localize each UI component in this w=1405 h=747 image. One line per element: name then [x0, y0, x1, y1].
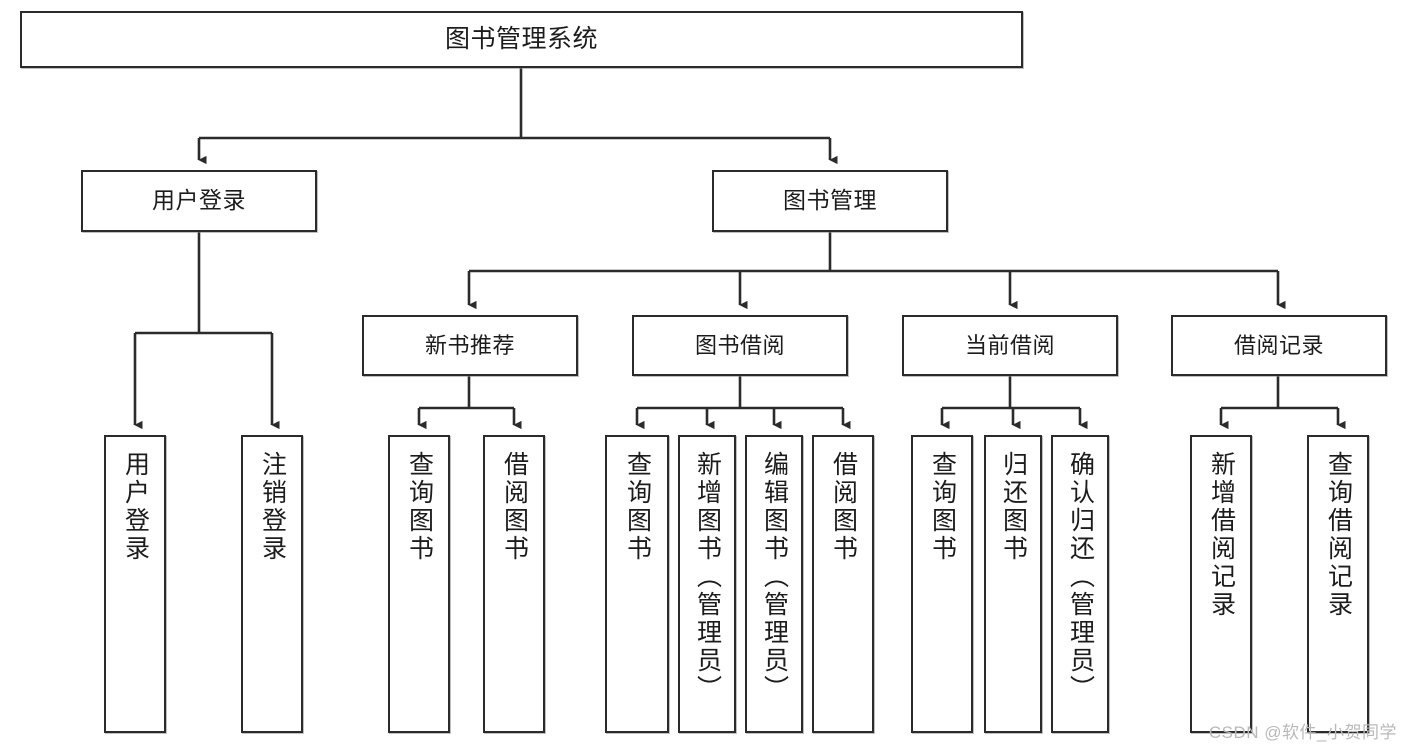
node-book-manage[interactable]: 图书管理 — [712, 170, 948, 232]
node-book-manage-label: 图书管理 — [783, 187, 877, 214]
node-leaf-query-record-label: 查询借阅记录 — [1324, 451, 1353, 619]
node-leaf-borrow-book-1-label: 借阅图书 — [500, 451, 529, 563]
node-leaf-confirm-return[interactable]: 确认归还（管理员） — [1051, 435, 1109, 733]
node-leaf-edit-book[interactable]: 编辑图书（管理员） — [745, 435, 803, 733]
node-leaf-query-book-2-label: 查询图书 — [623, 451, 652, 563]
node-leaf-query-book-2[interactable]: 查询图书 — [605, 435, 669, 733]
node-new-book-recommend[interactable]: 新书推荐 — [362, 315, 578, 376]
node-root-label: 图书管理系统 — [444, 24, 598, 53]
node-leaf-query-book-3[interactable]: 查询图书 — [911, 435, 973, 733]
node-user-login-label: 用户登录 — [152, 187, 246, 214]
node-leaf-edit-book-label: 编辑图书（管理员） — [760, 451, 789, 703]
node-user-login[interactable]: 用户登录 — [81, 170, 317, 232]
node-new-book-recommend-label: 新书推荐 — [424, 332, 515, 358]
node-book-borrow-label: 图书借阅 — [694, 332, 785, 358]
node-leaf-query-book-1[interactable]: 查询图书 — [388, 435, 450, 733]
node-leaf-add-book[interactable]: 新增图书（管理员） — [678, 435, 736, 733]
node-leaf-query-book-3-label: 查询图书 — [928, 451, 957, 563]
node-current-borrow[interactable]: 当前借阅 — [902, 315, 1118, 376]
node-leaf-borrow-book-1[interactable]: 借阅图书 — [483, 435, 545, 733]
node-leaf-query-record[interactable]: 查询借阅记录 — [1307, 435, 1369, 733]
node-leaf-user-logout[interactable]: 注销登录 — [241, 435, 303, 733]
node-leaf-borrow-book-2-label: 借阅图书 — [829, 451, 858, 563]
node-root[interactable]: 图书管理系统 — [20, 11, 1023, 68]
node-leaf-return-book[interactable]: 归还图书 — [984, 435, 1042, 733]
node-current-borrow-label: 当前借阅 — [964, 332, 1055, 358]
node-leaf-user-login[interactable]: 用户登录 — [104, 435, 166, 733]
node-borrow-record-label: 借阅记录 — [1233, 332, 1324, 358]
node-leaf-user-logout-label: 注销登录 — [258, 451, 287, 563]
node-leaf-borrow-book-2[interactable]: 借阅图书 — [812, 435, 874, 733]
node-leaf-user-login-label: 用户登录 — [121, 451, 150, 563]
node-leaf-add-record-label: 新增借阅记录 — [1207, 451, 1236, 619]
node-leaf-add-book-label: 新增图书（管理员） — [693, 451, 722, 703]
node-leaf-query-book-1-label: 查询图书 — [405, 451, 434, 563]
node-book-borrow[interactable]: 图书借阅 — [632, 315, 848, 376]
node-leaf-add-record[interactable]: 新增借阅记录 — [1190, 435, 1252, 733]
node-borrow-record[interactable]: 借阅记录 — [1171, 315, 1387, 376]
node-leaf-confirm-return-label: 确认归还（管理员） — [1066, 451, 1095, 703]
watermark: CSDN @软件_小贺同学 — [1208, 723, 1397, 742]
node-leaf-return-book-label: 归还图书 — [999, 451, 1028, 563]
